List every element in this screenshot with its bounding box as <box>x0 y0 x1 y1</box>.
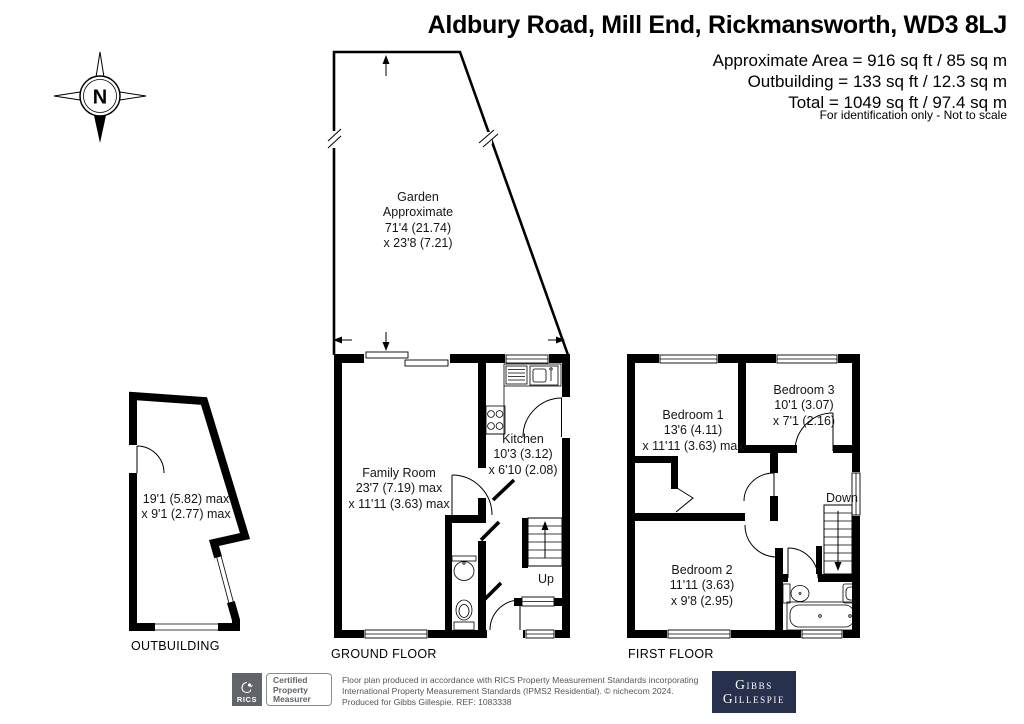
first-floor-stairs <box>823 504 853 575</box>
garden-dimension-arrows <box>333 55 565 351</box>
ground-floor-label: GROUND FLOOR <box>331 647 437 661</box>
ground-floor-stairs <box>527 517 563 567</box>
garden-label: Garden Approximate 71'4 (21.74) x 23'8 (… <box>382 190 454 251</box>
first-floor-label: FIRST FLOOR <box>628 647 714 661</box>
bedroom-3-label: Bedroom 3 10'1 (3.07) x 7'1 (2.16) <box>772 383 836 428</box>
kitchen-label: Kitchen 10'3 (3.12) x 6'10 (2.08) <box>488 432 558 477</box>
bedroom-1-label: Bedroom 1 13'6 (4.11) x 11'11 (3.63) max <box>642 408 744 453</box>
identification-note: For identification only - Not to scale <box>819 108 1007 122</box>
outbuilding-area: Outbuilding = 133 sq ft / 12.3 sq m <box>747 72 1007 91</box>
rics-brand-text: RICS <box>236 695 258 704</box>
footer-disclaimer: Floor plan produced in accordance with R… <box>342 675 699 707</box>
first-floor-doors <box>675 412 834 579</box>
cloakroom-fixtures <box>451 555 477 631</box>
page-title: Aldbury Road, Mill End, Rickmansworth, W… <box>427 11 1008 39</box>
ground-floor-windows <box>364 351 555 639</box>
garden-break-marks <box>327 128 499 149</box>
bedroom-2-label: Bedroom 2 11'11 (3.63) x 9'8 (2.95) <box>669 563 735 608</box>
outbuilding-windows <box>155 555 236 632</box>
outbuilding-label: OUTBUILDING <box>131 639 220 653</box>
kitchen-fixtures <box>485 363 562 435</box>
stairs-up-label: Up <box>538 572 554 586</box>
outbuilding-dims-label: 19'1 (5.82) max x 9'1 (2.77) max <box>141 492 231 522</box>
total-area: Total = 1049 sq ft / 97.4 sq m <box>788 93 1007 112</box>
stairs-down-label: Down <box>826 491 858 505</box>
agent-logo: Gibbs Gillespie <box>712 671 796 713</box>
rics-lion-icon <box>241 681 253 694</box>
garden-outline <box>332 50 570 356</box>
family-room-label: Family Room 23'7 (7.19) max x 11'11 (3.6… <box>348 466 450 511</box>
rics-certified-badge: Certified Property Measurer <box>266 673 332 706</box>
ground-floor-doors <box>451 397 571 640</box>
compass-rose-icon: N <box>53 51 147 143</box>
bathroom-fixtures <box>782 583 860 631</box>
approximate-area: Approximate Area = 916 sq ft / 85 sq m <box>712 51 1007 70</box>
compass-north-label: N <box>93 87 107 109</box>
rics-logo: RICS <box>232 673 262 706</box>
first-floor-windows <box>659 353 861 639</box>
outbuilding-door <box>127 445 165 474</box>
area-summary: Approximate Area = 916 sq ft / 85 sq m O… <box>713 50 1007 113</box>
